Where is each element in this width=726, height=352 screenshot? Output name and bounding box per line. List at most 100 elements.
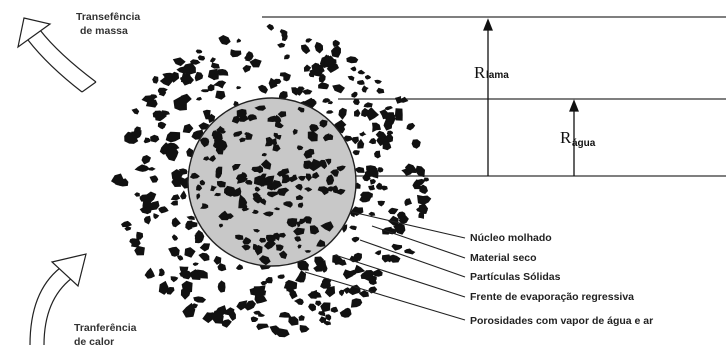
solid-particle — [340, 309, 352, 318]
solid-particle — [339, 290, 345, 296]
solid-particle — [134, 246, 145, 256]
solid-particle — [320, 302, 330, 312]
solid-particle — [168, 247, 180, 257]
solid-particle — [218, 280, 226, 292]
callout-frente-evaporacao: Frente de evaporação regressiva — [470, 291, 634, 304]
solid-particle — [300, 325, 310, 333]
solid-particle — [346, 56, 358, 63]
solid-particle — [180, 190, 187, 199]
solid-particle — [243, 65, 252, 73]
solid-particle — [210, 57, 216, 63]
solid-particle — [215, 91, 225, 100]
solid-particle — [135, 164, 151, 172]
solid-particle — [378, 167, 384, 173]
solid-particle — [166, 148, 179, 162]
solid-particle — [374, 80, 382, 84]
callout-porosidades: Porosidades com vapor de água e ar — [470, 315, 653, 328]
solid-particle — [283, 73, 291, 82]
solid-particle — [308, 304, 316, 312]
r-agua-subscript: água — [572, 138, 595, 149]
mass-transfer-line-1: Transefência — [76, 10, 140, 24]
solid-particle — [278, 275, 285, 279]
solid-particle — [196, 50, 203, 54]
solid-particle — [200, 243, 210, 251]
solid-particle — [277, 43, 285, 48]
solid-particle — [198, 55, 205, 61]
solid-particle — [369, 138, 376, 144]
solid-particle — [187, 216, 195, 220]
solid-particle — [370, 179, 376, 185]
solid-particle — [184, 247, 195, 258]
solid-particle — [166, 132, 180, 143]
solid-particle — [158, 88, 168, 95]
solid-particle — [365, 75, 371, 80]
solid-particle — [198, 253, 209, 261]
r-lama-arrowhead — [484, 20, 492, 30]
solid-particle — [353, 99, 360, 105]
solid-particle — [325, 314, 331, 321]
mass-transfer-label: Transefência de massa — [76, 10, 140, 38]
solid-particle — [279, 312, 292, 318]
solid-particle — [315, 42, 324, 54]
solid-particle — [218, 35, 230, 45]
solid-particle — [237, 38, 241, 42]
solid-particle — [160, 75, 173, 87]
solid-particle — [352, 237, 360, 243]
solid-particle — [150, 175, 159, 183]
heat-transfer-line-1: Tranferência — [74, 321, 136, 335]
solid-particle — [288, 316, 298, 326]
solid-particle — [258, 85, 268, 94]
solid-particle — [134, 192, 140, 196]
solid-particle — [145, 268, 155, 279]
solid-particle — [376, 183, 382, 190]
solid-particle — [192, 303, 199, 308]
solid-particle — [385, 106, 393, 110]
solid-particle — [152, 76, 158, 84]
solid-particle — [171, 194, 181, 200]
solid-particle — [338, 108, 347, 120]
solid-particle — [245, 51, 253, 61]
solid-particle — [326, 110, 333, 114]
solid-particle — [193, 296, 206, 302]
solid-particle — [158, 122, 167, 130]
solid-particle — [378, 201, 386, 207]
solid-particle — [144, 138, 151, 144]
solid-particle — [299, 315, 305, 321]
solid-particle — [376, 131, 386, 139]
solid-particle — [211, 63, 220, 69]
solid-particle — [368, 212, 375, 216]
solid-particle — [358, 70, 366, 75]
solid-particle — [308, 290, 318, 299]
solid-particle — [367, 107, 379, 121]
solid-particle — [387, 131, 393, 136]
solid-particle — [217, 69, 228, 76]
solid-particle — [395, 96, 401, 104]
callout-particulas-solidas: Partículas Sólidas — [470, 271, 560, 284]
solid-particle — [349, 226, 357, 231]
solid-particle — [318, 311, 325, 316]
r-lama-subscript: lama — [486, 70, 509, 81]
callout-nucleo-molhado: Núcleo molhado — [470, 232, 552, 245]
solid-particle — [195, 230, 205, 242]
solid-particle — [193, 262, 199, 266]
solid-particle — [256, 324, 269, 331]
solid-particle — [213, 81, 226, 89]
solid-particle — [406, 123, 415, 130]
solid-particle — [388, 208, 398, 215]
r-lama-symbol: R — [474, 63, 485, 83]
solid-particle — [211, 310, 224, 324]
r-agua-symbol: R — [560, 128, 571, 148]
solid-particle — [364, 102, 373, 107]
solid-particle — [230, 49, 241, 57]
solid-particle — [404, 249, 415, 255]
solid-particle — [417, 195, 431, 205]
solid-particle — [265, 277, 273, 283]
solid-particle — [144, 216, 151, 225]
solid-particle — [294, 298, 304, 305]
solid-particle — [195, 72, 203, 82]
r-agua-arrowhead — [570, 101, 578, 111]
solid-particle — [351, 298, 362, 307]
solid-particle — [350, 66, 356, 71]
solid-particle — [333, 40, 340, 47]
solid-particle — [306, 38, 313, 42]
